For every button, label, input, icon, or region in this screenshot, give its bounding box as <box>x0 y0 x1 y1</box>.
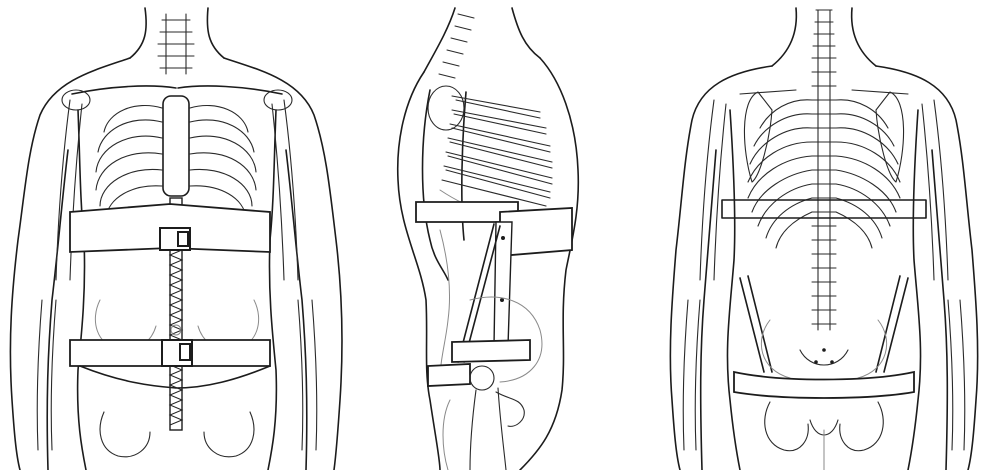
front-left-arm-inner <box>47 150 68 470</box>
front-right-arm-inner <box>286 150 307 470</box>
front-neck-right <box>207 8 224 58</box>
back-left-scapula <box>744 92 772 182</box>
front-left-hip <box>100 412 150 457</box>
front-left-clavicle <box>72 86 176 94</box>
side-strut-rivet-top <box>501 236 505 240</box>
side-ribcage <box>440 96 552 218</box>
back-sacrum <box>800 350 848 365</box>
back-right-scapula <box>876 92 904 182</box>
side-hip-pad <box>428 364 470 386</box>
side-neck-front <box>512 8 540 58</box>
back-torso-right <box>908 110 921 470</box>
back-right-hip <box>840 402 884 451</box>
back-left-forearm <box>683 300 700 450</box>
back-sacral-dot-3 <box>830 360 834 364</box>
back-right-arm-inner <box>932 150 947 470</box>
back-left-arm-outer <box>670 66 772 470</box>
side-cervical-spine <box>439 14 474 78</box>
side-neck-back <box>424 8 455 72</box>
back-upper-band <box>722 200 926 218</box>
front-torso-right <box>268 110 276 470</box>
front-sternum <box>163 96 189 196</box>
back-left-arm-inner <box>701 150 716 470</box>
front-lower-buckle-clasp <box>180 344 190 360</box>
back-left-hip <box>765 402 809 451</box>
side-lumbar-spine <box>440 230 450 380</box>
front-upper-buckle-clasp <box>178 232 188 246</box>
back-view <box>670 8 977 470</box>
side-back-outline <box>398 72 440 470</box>
side-gluteal <box>443 400 450 470</box>
side-femur <box>470 388 506 470</box>
back-right-forearm <box>948 300 965 450</box>
back-neck-right <box>852 8 876 66</box>
back-sacral-dot-1 <box>822 348 826 352</box>
side-lower-band <box>452 340 530 362</box>
side-arm-back <box>423 90 449 280</box>
back-spine <box>812 10 836 330</box>
back-lower-band <box>734 372 914 398</box>
front-cervical-spine <box>158 14 194 74</box>
side-femoral-head <box>470 366 494 390</box>
back-scapular-spines <box>740 90 908 94</box>
back-right-arm-outer <box>876 66 978 470</box>
side-shoulder-joint <box>428 86 464 130</box>
front-right-clavicle <box>178 86 282 94</box>
front-right-hip <box>204 412 254 457</box>
side-view <box>398 8 579 470</box>
front-view <box>10 8 342 470</box>
back-torso-left <box>727 110 740 470</box>
back-sacral-dot-2 <box>814 360 818 364</box>
side-front-outline <box>520 58 578 470</box>
front-neck-left <box>130 8 146 58</box>
front-torso-left <box>78 110 86 470</box>
back-neck-left <box>772 8 796 66</box>
